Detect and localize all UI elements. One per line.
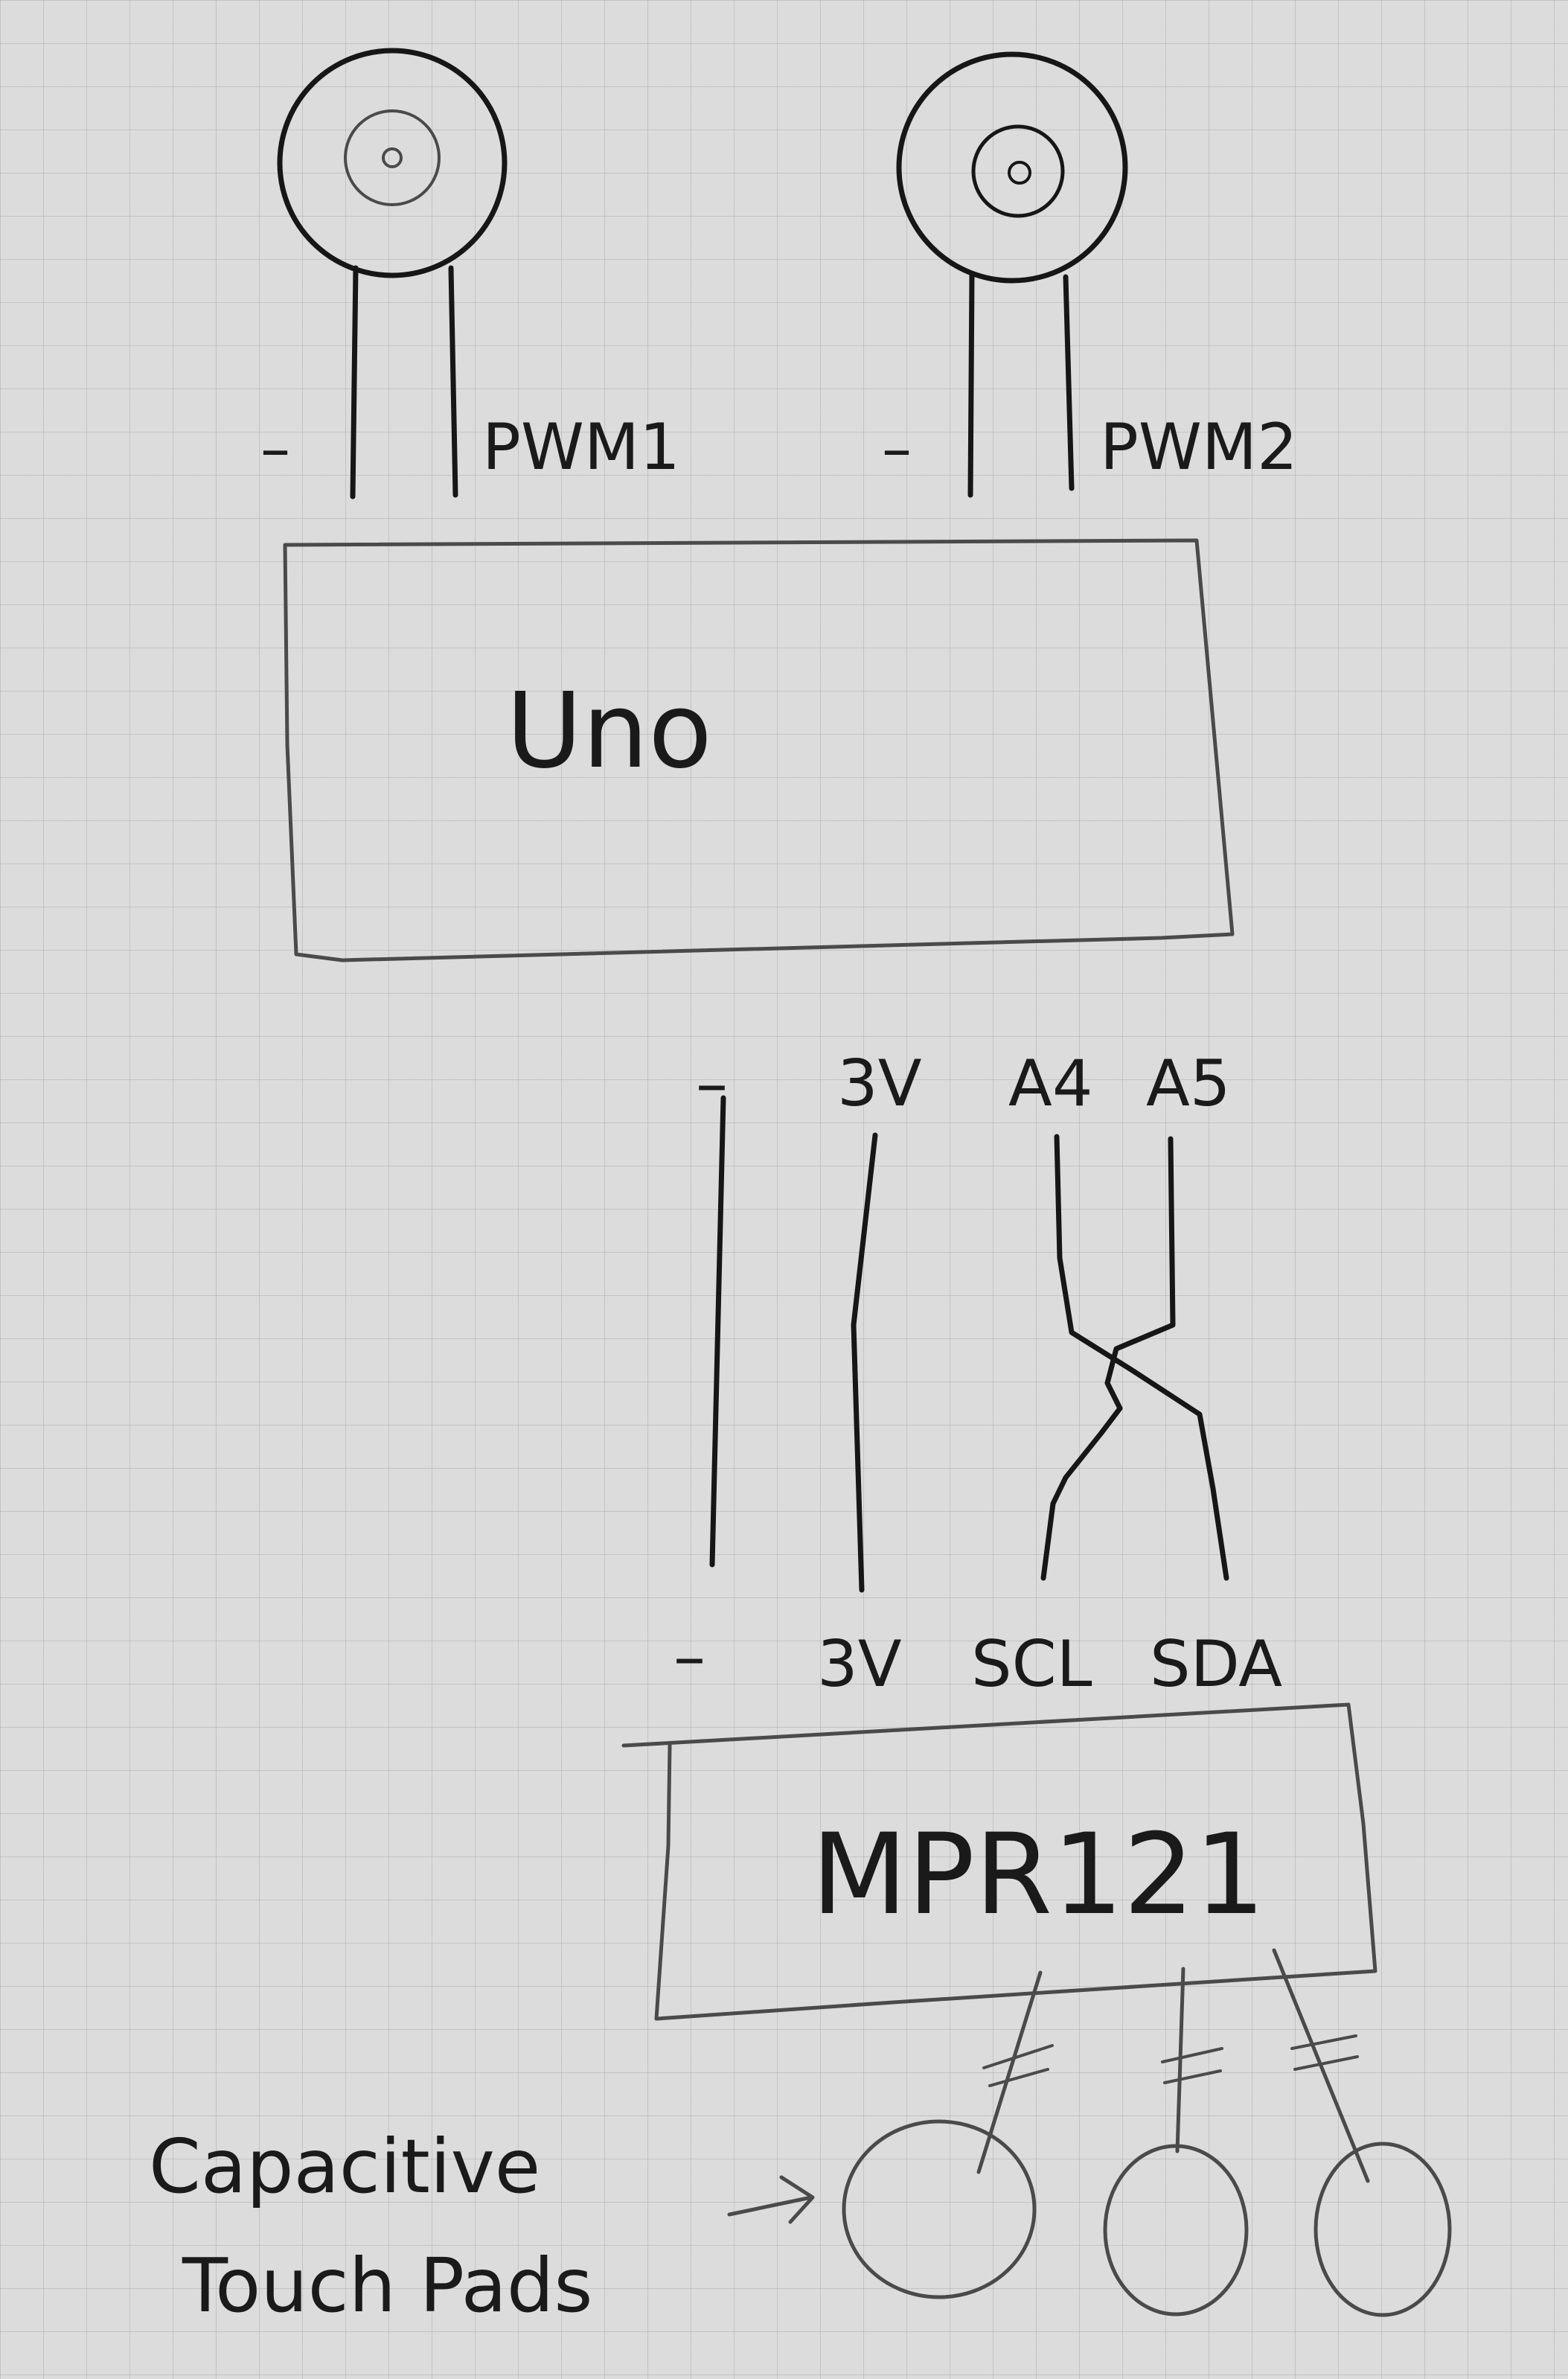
motor-1-inner-ring [344, 109, 441, 206]
uno-pin-labels: – 3V A4 A5 [696, 1047, 1231, 1121]
uno-outline [283, 538, 1235, 962]
mpr121-label: MPR121 [811, 1810, 1265, 1940]
caption-line-2: Touch Pads [182, 2242, 592, 2329]
vibration-motor-2: – PWM2 [882, 51, 1298, 498]
mpr-pin-3v: 3V [817, 1627, 902, 1702]
pad-lead-1 [976, 1970, 1043, 2174]
pad-leads [976, 1948, 1370, 2183]
touch-pads-caption: Capacitive Touch Pads [149, 2123, 815, 2329]
touch-pads [842, 2119, 1452, 2317]
motor-1-signal-label: PWM1 [482, 410, 680, 485]
pad-lead-2 [1175, 1967, 1185, 2153]
uno-pin-3v: 3V [837, 1047, 922, 1121]
wire-a5-to-scl [1040, 1136, 1176, 1581]
i2c-wires [709, 1095, 1229, 1593]
motor-1-ground-label: – [260, 414, 290, 483]
mpr121-board: MPR121 [621, 1702, 1377, 2021]
motor-1-shaft [382, 147, 403, 168]
motor-1-body [277, 48, 508, 278]
pad-lead-3 [1272, 1948, 1370, 2183]
touch-pad-3 [1313, 2142, 1452, 2317]
motor-1-lead-ground [350, 265, 359, 499]
pad-lead-3-break [1290, 2034, 1359, 2071]
wire-ground [709, 1095, 726, 1568]
uno-label: Uno [506, 671, 712, 792]
touch-pad-1 [842, 2119, 1037, 2299]
mpr-pin-sda: SDA [1150, 1627, 1282, 1702]
motor-2-body [896, 51, 1128, 284]
uno-pin-a4: A4 [1008, 1047, 1093, 1121]
mpr-pin-scl: SCL [971, 1627, 1092, 1702]
wire-a4-to-sda [1054, 1134, 1229, 1581]
touch-pad-2 [1103, 2144, 1249, 2316]
caption-arrow [727, 2175, 815, 2224]
motor-2-ground-label: – [882, 414, 912, 483]
motor-2-lead-pwm [1063, 274, 1075, 491]
pad-lead-1-break [982, 2044, 1054, 2087]
uno-board: Uno [283, 538, 1235, 962]
motor-1-lead-pwm [448, 265, 458, 498]
mpr121-outline [621, 1702, 1377, 2021]
wire-3v [851, 1132, 878, 1593]
uno-pin-a5: A5 [1146, 1047, 1231, 1121]
motor-2-shaft [1008, 161, 1031, 185]
vibration-motor-1: – PWM1 [260, 48, 680, 499]
caption-line-1: Capacitive [149, 2123, 540, 2210]
mpr-pin-ground: – [673, 1620, 705, 1694]
mpr-pin-labels: – 3V SCL SDA [673, 1620, 1282, 1702]
motor-2-lead-ground [967, 272, 975, 498]
motor-2-inner-ring [971, 124, 1065, 218]
motor-2-signal-label: PWM2 [1100, 410, 1298, 485]
pad-lead-2-break [1161, 2047, 1223, 2084]
